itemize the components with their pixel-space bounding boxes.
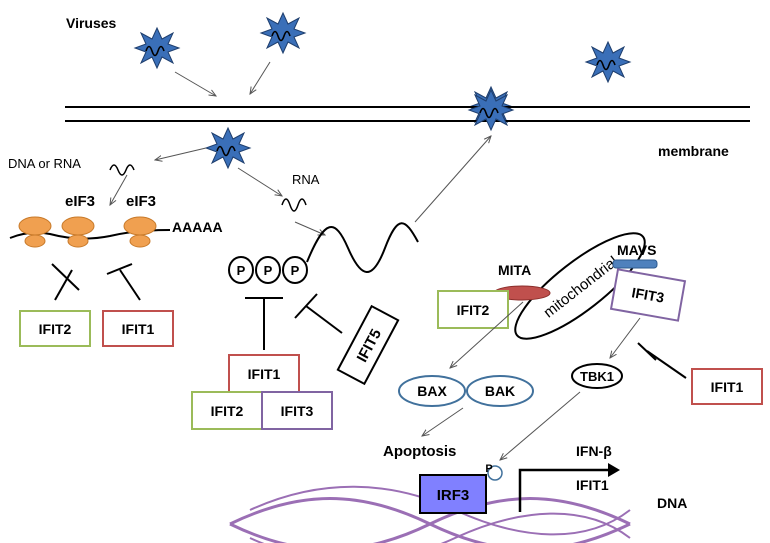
eif3-label: eIF3 [65,193,95,210]
entry-arrow [174,71,216,96]
tbk1-label: TBK1 [580,369,614,384]
ifit2-label: IFIT2 [211,403,244,419]
ifit3-label: IFIT3 [631,284,666,305]
phosphate-circle [255,256,281,284]
phosphate-circle [228,256,254,284]
ifit3-mavs-group: IFIT3 [609,268,687,322]
phosphate-label: P [291,263,300,278]
bax-label: BAX [417,383,447,399]
ifit3-box [609,268,687,322]
ifit3-box [261,391,333,430]
ifit1-label: IFIT1 [711,379,744,395]
ifit1-label: IFIT1 [248,366,281,382]
tbk1-protein [571,363,623,389]
irf3-label: IRF3 [437,487,470,504]
rna-squiggle [281,198,307,212]
release-arrow [155,147,207,160]
polya-tail: AAAAA [172,219,223,235]
ifit2-label: IFIT2 [39,321,72,337]
ifn-beta-label: IFN-β [576,443,612,459]
bak-label: BAK [485,383,515,399]
ifit2-box [19,310,91,347]
ifit5-box [336,304,400,386]
mita-label: MITA [498,262,531,278]
phosphate-label: P [264,263,273,278]
phospho-label: P [485,463,492,475]
virus-icon [260,12,306,54]
bax-protein [398,375,466,407]
tbk1-signal-arrow [610,317,641,358]
membrane-label: membrane [658,143,729,159]
apoptosis-arrow [422,407,464,436]
viruses-label: Viruses [66,15,117,31]
ribosome-icon [61,216,95,248]
ifit3-label: IFIT3 [281,403,314,419]
rna-arrow [294,221,325,235]
inhibition-line [119,269,141,301]
inhibition-line [305,305,343,334]
dna-strand [229,497,631,543]
inhibition-bar [51,263,80,291]
mitochondrion: mitochondrial [514,232,646,340]
eif3-label: eIF3 [126,193,156,210]
nucleic-acid-squiggle [109,164,135,176]
inhibition-line [646,350,687,379]
apoptosis-signal-arrow [450,301,524,368]
ifit1-box [102,310,174,347]
apoptosis-label: Apoptosis [383,443,456,460]
phospho-circle [487,465,503,481]
virus-icon [205,127,251,169]
transcription-arrowhead [608,463,620,477]
dna-label: DNA [657,495,687,511]
ribosome-icon [18,216,52,248]
inhibition-line [54,269,73,301]
transcription-start-line [518,468,610,512]
mavs-label: MAVS [617,242,656,258]
rna-release-arrow [237,167,282,196]
phosphate-circle [282,256,308,284]
ifit1-box [691,368,763,405]
dna-or-rna-label: DNA or RNA [8,156,81,171]
translation-arrow [110,174,128,205]
ifit5-group: IFIT5 [336,304,400,386]
ifit1-gene-label: IFIT1 [576,477,609,493]
ifit1-label: IFIT1 [122,321,155,337]
ifit2-box [437,290,509,329]
phosphate-label: P [237,263,246,278]
bak-protein [466,375,534,407]
viral-rna-wave [306,222,419,273]
ribosome-icon [123,216,157,248]
irf3-activation-arrow [500,391,581,460]
mavs-protein [612,259,658,269]
virus-icon [585,41,631,83]
membrane-virus-icon [468,89,514,131]
virus-icon [134,27,180,69]
ifit1-box [228,354,300,393]
rna-label: RNA [292,172,320,187]
mitochondrion-oval [514,232,646,340]
ifit2-label: IFIT2 [457,302,490,318]
dna-strand [249,512,631,543]
inhibition-bar [106,263,133,275]
exit-arrow [414,136,491,223]
irf3-box [419,474,487,514]
entry-arrow [250,61,271,94]
